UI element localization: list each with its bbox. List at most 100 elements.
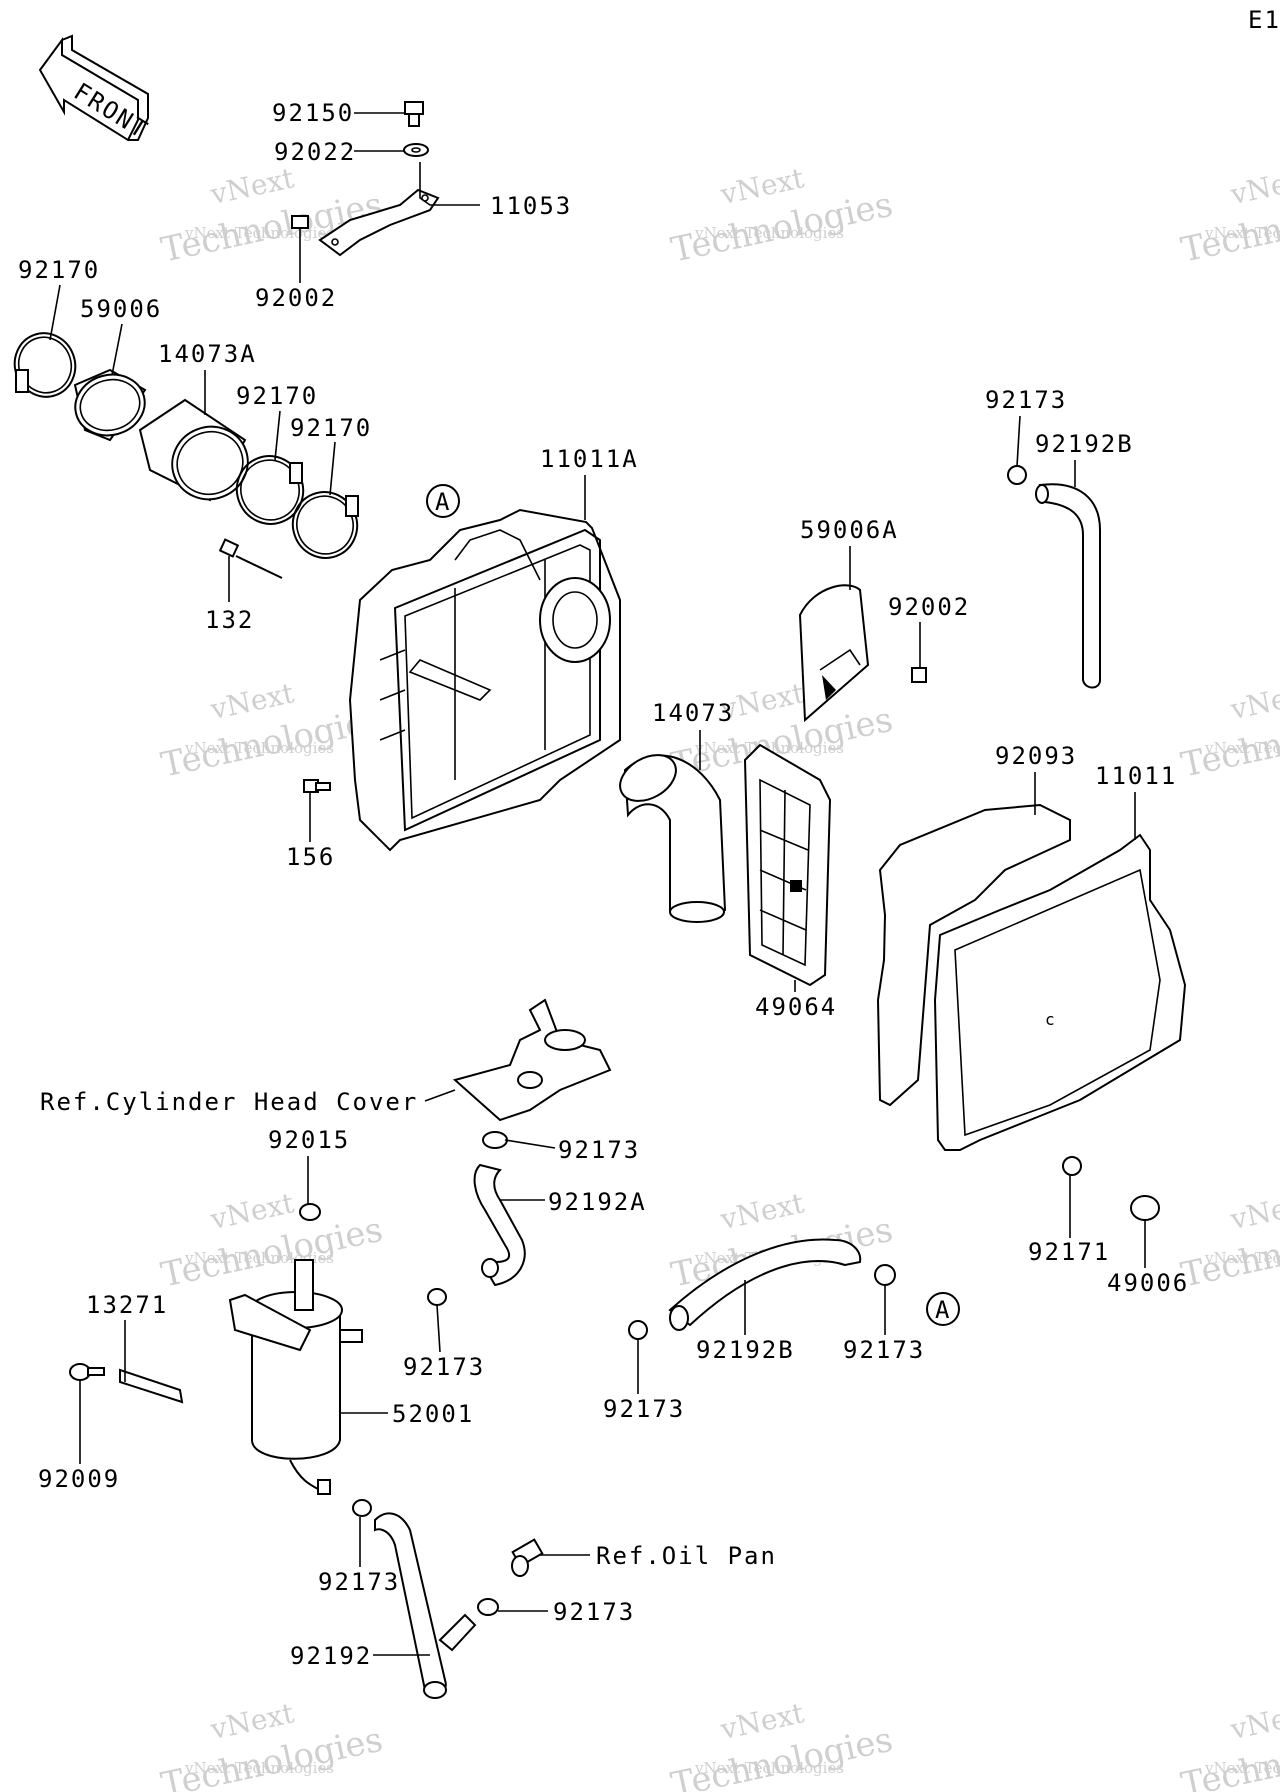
- part-number-label: 92171: [1028, 1238, 1110, 1266]
- part-callout-20: Ref.Cylinder Head Cover: [40, 1088, 456, 1116]
- part-callout-32: 49006: [1107, 1220, 1189, 1297]
- callout-a-lower: A: [926, 1292, 960, 1326]
- part-callout-14: 132: [205, 556, 252, 634]
- part-number-label: 92173: [843, 1336, 925, 1364]
- leader-line: [111, 323, 123, 376]
- clamp-92173-lower-middle: [628, 1320, 648, 1340]
- part-callout-15: 14073: [652, 699, 734, 770]
- part-callout-5: 59006: [80, 295, 162, 376]
- svg-text:vNext: vNext: [1227, 1186, 1280, 1236]
- svg-text:vNext: vNext: [1227, 676, 1280, 726]
- svg-text:vNext Technologies: vNext Technologies: [1204, 739, 1280, 757]
- part-callout-9: 11011A: [540, 445, 637, 520]
- svg-text:vNext Technologies: vNext Technologies: [1204, 224, 1280, 242]
- part-number-label: 92093: [995, 742, 1077, 770]
- part-callout-8: 92170: [290, 414, 370, 496]
- part-callout-4: 92170: [18, 256, 100, 341]
- part-callout-13: 92002: [888, 593, 970, 668]
- part-callout-36: 92192: [290, 1642, 430, 1670]
- part-callout-27: 92173: [603, 1339, 685, 1423]
- bolt-92009: [69, 1363, 105, 1381]
- svg-text:vNext Technologies: vNext Technologies: [184, 739, 334, 757]
- bolt-92002-top: [291, 215, 309, 229]
- part-number-label: 92192B: [696, 1336, 795, 1364]
- air-cleaner-case-11011A: [348, 508, 621, 852]
- part-number-label: 92173: [558, 1136, 640, 1164]
- leader-line: [49, 284, 61, 341]
- part-callout-31: 92171: [1028, 1175, 1110, 1266]
- part-callout-11: 92192B: [1035, 430, 1134, 487]
- part-number-label: 11011: [1095, 762, 1177, 790]
- clamp-92173-oil: [477, 1598, 499, 1616]
- callout-a-upper-label: A: [435, 488, 451, 516]
- clamp-92173-sep-right: [427, 1288, 447, 1306]
- bolt-132: [218, 538, 283, 579]
- part-number-label: 92015: [268, 1126, 350, 1154]
- clamp-92173-sep-bottom: [352, 1499, 372, 1517]
- part-callout-29: 92173: [843, 1285, 925, 1364]
- part-number-label: 92173: [403, 1353, 485, 1381]
- part-number-label: 13271: [86, 1291, 168, 1319]
- part-number-label: 92022: [274, 138, 356, 166]
- hose-92192B-upper: [1035, 483, 1101, 689]
- part-number-label: 92002: [888, 593, 970, 621]
- svg-text:vNext Technologies: vNext Technologies: [1204, 1249, 1280, 1267]
- part-callout-35: 92173: [498, 1598, 635, 1626]
- svg-text:vNext Technologies: vNext Technologies: [184, 1759, 334, 1777]
- part-number-label: 14073A: [158, 340, 257, 368]
- part-number-label: 92002: [255, 284, 337, 312]
- part-callout-30: 92009: [38, 1380, 118, 1493]
- leader-line: [436, 1304, 441, 1353]
- part-number-label: 52001: [392, 1400, 474, 1428]
- part-callout-19: 49064: [755, 980, 835, 1021]
- bolt-92150: [404, 101, 424, 127]
- part-callout-23: 92192A: [500, 1188, 645, 1216]
- part-callout-10: 92173: [985, 386, 1065, 467]
- part-callout-26: 52001: [340, 1400, 474, 1428]
- svg-text:vNext Technologies: vNext Technologies: [184, 224, 334, 242]
- front-arrow-icon: FRONT: [38, 34, 153, 145]
- part-number-label: 59006: [80, 295, 162, 323]
- part-number-label: Ref.Oil Pan: [596, 1542, 777, 1570]
- clamp-92173-upper-right: [1007, 465, 1027, 485]
- part-callout-33: 92173: [318, 1517, 398, 1596]
- part-number-label: 92173: [553, 1598, 635, 1626]
- bracket-11053: [318, 188, 440, 257]
- part-number-label: 92173: [603, 1395, 685, 1423]
- part-number-label: 92170: [18, 256, 100, 284]
- part-number-label: 92192: [290, 1642, 372, 1670]
- part-callout-0: 92150: [272, 99, 405, 127]
- part-callout-24: 13271: [86, 1291, 168, 1382]
- cylinder-head-cover-ref: [452, 998, 612, 1122]
- clamp-92170-right: [291, 491, 359, 559]
- part-labels: 92150920221105392002921705900614073A9217…: [18, 99, 1189, 1670]
- svg-text:vNext Technologies: vNext Technologies: [694, 224, 844, 242]
- part-callout-21: 92173: [504, 1136, 640, 1164]
- center-mark: c: [1045, 1010, 1057, 1029]
- washer-92022: [403, 143, 429, 157]
- part-number-label: 49006: [1107, 1269, 1189, 1297]
- part-number-label: Ref.Cylinder Head Cover: [40, 1088, 418, 1116]
- air-cleaner-cover-11011: c: [933, 833, 1187, 1151]
- leader-line: [419, 162, 480, 206]
- part-number-label: 92192B: [1035, 430, 1134, 458]
- part-callout-2: 11053: [419, 162, 570, 220]
- part-callout-6: 14073A: [158, 340, 257, 415]
- part-number-label: 14073: [652, 699, 734, 727]
- callout-a-lower-label: A: [935, 1296, 951, 1324]
- part-callout-12: 59006A: [800, 516, 897, 590]
- svg-text:vNext: vNext: [1227, 1696, 1280, 1746]
- callout-a-upper: A: [426, 484, 460, 518]
- part-callout-16: 156: [286, 792, 333, 871]
- part-callout-17: 92093: [995, 742, 1077, 815]
- part-number-label: 92170: [236, 382, 318, 410]
- svg-text:vNext Technologies: vNext Technologies: [694, 1759, 844, 1777]
